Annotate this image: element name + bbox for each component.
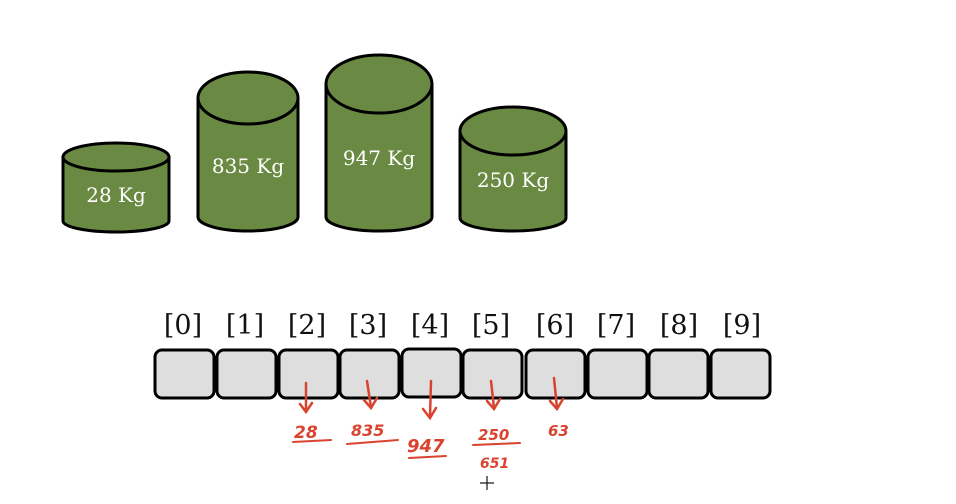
array-cell-8 [647, 348, 710, 400]
annotation-value: 250 [478, 426, 509, 444]
array-cell-0 [153, 348, 216, 400]
cylinder-label: 947 Kg [343, 146, 415, 170]
index-label-5: [5] [472, 310, 510, 341]
annotation-arrows [298, 376, 565, 421]
array-cells [153, 347, 772, 400]
crosshair-cursor-icon [480, 476, 494, 490]
array-cell-2 [277, 348, 340, 400]
index-label-6: [6] [536, 310, 574, 341]
arrow-down-icon [298, 381, 314, 415]
annotation-value: 63 [548, 422, 569, 440]
cylinder-947kg: 947 Kg [324, 53, 434, 233]
arrow-down-icon [421, 379, 438, 421]
cylinder-835kg: 835 Kg [196, 70, 300, 233]
array-cell-7 [586, 348, 649, 400]
arrow-down-icon [362, 379, 379, 411]
arrow-down-icon [548, 376, 565, 412]
annotation-value: 835 [351, 421, 384, 440]
index-label-3: [3] [349, 310, 387, 341]
annotation-value: 947 [407, 436, 445, 457]
cylinder-label: 835 Kg [212, 154, 284, 178]
annotation-values: 28 835 947 250 651 63 [294, 421, 569, 472]
cylinder-label: 28 Kg [86, 183, 146, 207]
array-cell-1 [215, 348, 278, 400]
index-label-1: [1] [226, 310, 264, 341]
cylinder-label: 250 Kg [477, 168, 549, 192]
cylinder-28kg: 28 Kg [61, 141, 171, 234]
array-cell-9 [709, 348, 772, 400]
index-label-2: [2] [288, 310, 326, 341]
index-label-0: [0] [164, 310, 202, 341]
index-label-7: [7] [597, 310, 635, 341]
array-indices: [0] [1] [2] [3] [4] [5] [6] [7] [8] [9] [164, 310, 761, 341]
annotation-value: 651 [480, 456, 509, 472]
annotation-value: 28 [294, 423, 318, 443]
index-label-8: [8] [660, 310, 698, 341]
annotation-underlines [292, 439, 521, 459]
cylinder-250kg: 250 Kg [458, 105, 568, 233]
index-label-9: [9] [723, 310, 761, 341]
arrow-down-icon [485, 379, 502, 412]
index-label-4: [4] [411, 310, 449, 341]
